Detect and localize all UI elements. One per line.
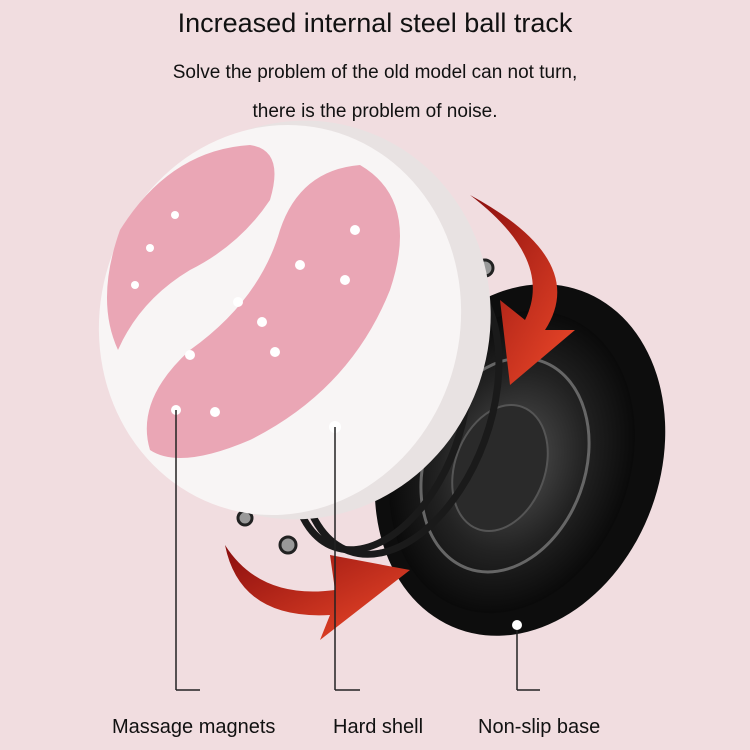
callout-non-slip-base: Non-slip base xyxy=(478,716,601,738)
callout-lines xyxy=(175,410,540,691)
rotation-arrow-bottom xyxy=(225,545,410,640)
callout-massage-magnets: Massage magnets xyxy=(112,716,276,738)
subtitle-line-2: there is the problem of noise. xyxy=(252,101,498,122)
callout-hard-shell: Hard shell xyxy=(333,716,424,738)
rotation-arrow-top xyxy=(470,195,575,385)
hard-shell xyxy=(98,120,491,520)
subtitle-line-1: Solve the problem of the old model can n… xyxy=(172,62,578,83)
massage-pad-lower xyxy=(146,165,400,458)
massage-pad-upper xyxy=(106,145,275,350)
page-title: Increased internal steel ball track xyxy=(177,8,573,38)
